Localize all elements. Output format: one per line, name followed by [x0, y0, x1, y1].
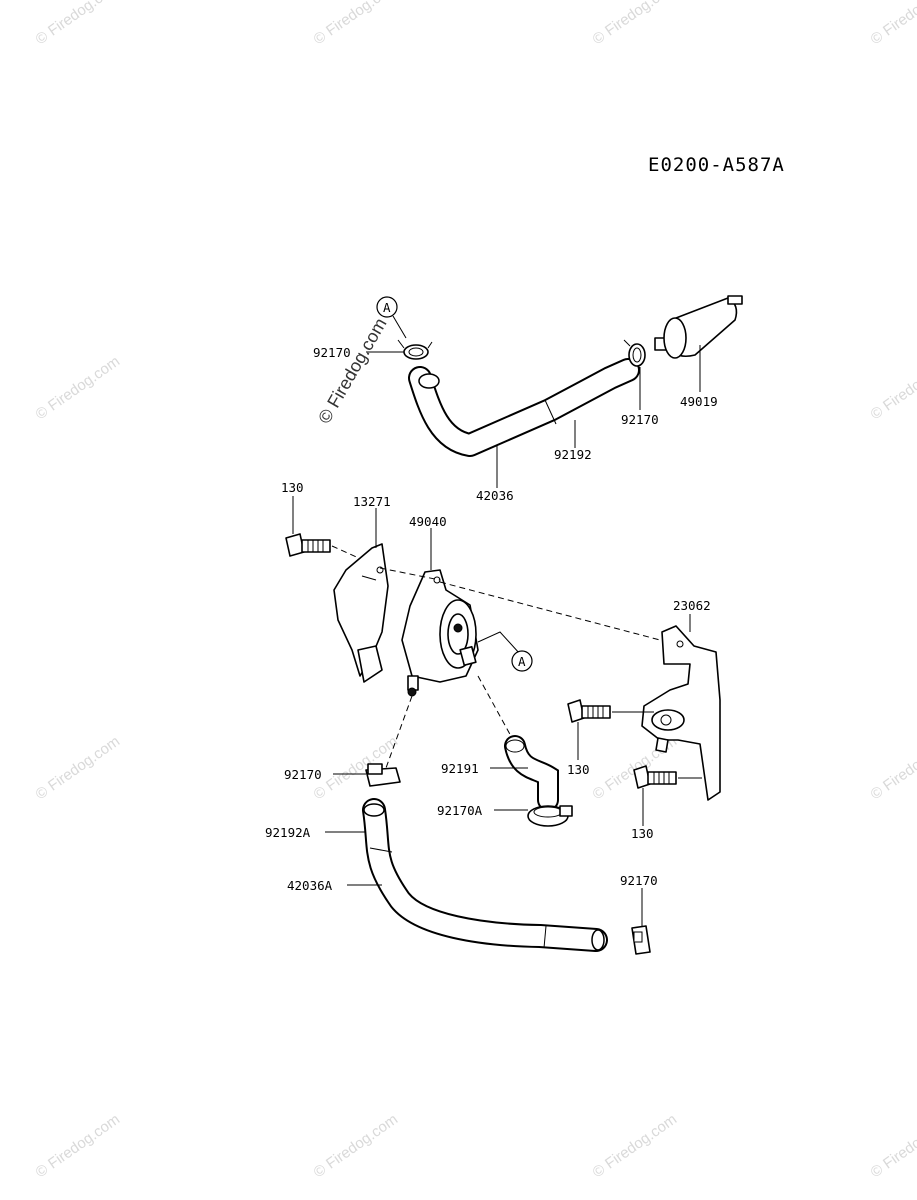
bolt-130-top: [285, 533, 331, 557]
watermark-text: © Firedog.com: [311, 1111, 402, 1181]
diagram-code: E0200-A587A: [648, 154, 785, 176]
hose-clamp-92170a: [527, 805, 573, 827]
label-92191: 92191: [441, 761, 479, 776]
fuel-hose-42036a: [362, 798, 608, 952]
callout-letter: A: [383, 300, 391, 315]
label-92170A: 92170A: [437, 803, 483, 818]
elbow-hose-92191: [504, 735, 559, 811]
label-23062: 23062: [673, 598, 711, 613]
callout-marker-a-middle: A: [477, 631, 533, 672]
watermark-text: © Firedog.com: [590, 0, 681, 48]
label-130-low: 130: [631, 826, 654, 841]
watermark-text: © Firedog.com: [868, 353, 917, 423]
label-92170-right: 92170: [621, 412, 659, 427]
watermark-text: © Firedog.com: [590, 1111, 681, 1181]
hose-clamp-92170-top: [397, 339, 433, 360]
watermark-layer: © Firedog.com © Firedog.com © Firedog.co…: [33, 0, 917, 1181]
watermark-text: © Firedog.com: [33, 0, 124, 48]
watermark-text-dark: © Firedog.com: [314, 315, 390, 427]
label-130-mid: 130: [567, 762, 590, 777]
watermark-text: © Firedog.com: [33, 1111, 124, 1181]
watermark-text: © Firedog.com: [868, 1111, 917, 1181]
label-92170-top: 92170: [313, 345, 351, 360]
label-92170-mid: 92170: [284, 767, 322, 782]
label-42036A: 42036A: [287, 878, 333, 893]
watermark-text: © Firedog.com: [33, 733, 124, 803]
label-13271: 13271: [353, 494, 391, 509]
watermark-text: © Firedog.com: [33, 353, 124, 423]
bracket-13271: [333, 543, 389, 683]
hose-clamp-92170-bottom: [631, 925, 651, 955]
bracket-23062: [641, 625, 721, 801]
label-92170-bottom: 92170: [620, 873, 658, 888]
bolt-130-mid: [567, 699, 611, 723]
label-42036: 42036: [476, 488, 514, 503]
watermark-text: © Firedog.com: [311, 0, 402, 48]
fuel-filter-49019: [654, 295, 743, 359]
watermark-text: © Firedog.com: [868, 0, 917, 48]
bolt-130-low: [633, 765, 677, 789]
fuel-pump-49040: [401, 569, 479, 697]
hose-clamp-92170-mid: [365, 763, 401, 787]
callout-letter: A: [518, 654, 526, 669]
fuel-hose-42036: [408, 358, 640, 457]
label-92192A: 92192A: [265, 825, 311, 840]
callout-marker-a-top: A: [376, 296, 407, 339]
label-49019: 49019: [680, 394, 718, 409]
watermark-text: © Firedog.com: [868, 733, 917, 803]
hose-clamp-92170-right: [623, 339, 646, 367]
label-49040: 49040: [409, 514, 447, 529]
label-92192: 92192: [554, 447, 592, 462]
label-130-top: 130: [281, 480, 304, 495]
